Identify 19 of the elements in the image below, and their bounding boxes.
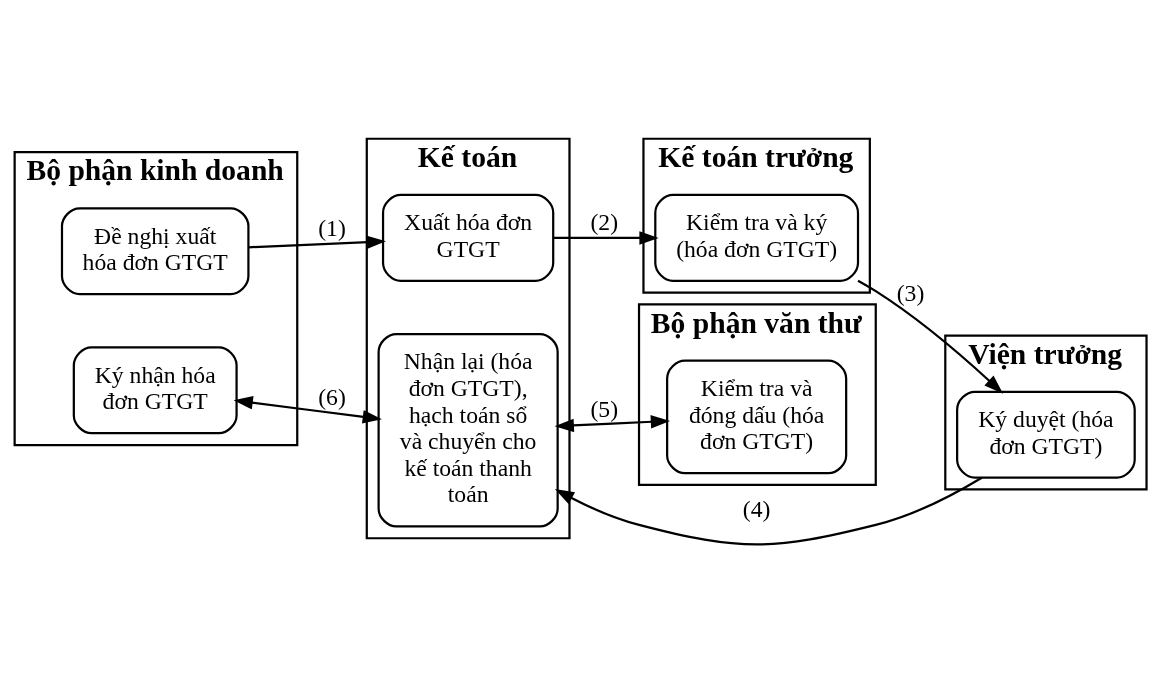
edge-label: (5) — [590, 395, 619, 422]
arrow — [857, 279, 1004, 394]
arrow — [233, 396, 382, 424]
node-box: Kiểm tra và đóng dấu (hóa đơn GTGT) — [666, 359, 848, 475]
arrow — [248, 235, 386, 249]
node-box: Ký duyệt (hóa đơn GTGT) — [956, 390, 1136, 479]
node-box: Ký nhận hóa đơn GTGT — [72, 346, 238, 435]
edge-label: (4) — [742, 496, 771, 523]
node-box: Kiểm tra và ký (hóa đơn GTGT) — [654, 193, 860, 282]
node-box: Xuất hóa đơn GTGT — [381, 193, 555, 282]
arrow — [554, 476, 983, 546]
arrow — [553, 231, 659, 245]
arrow — [554, 415, 671, 433]
edge-label: (1) — [318, 215, 346, 242]
edge-label: (2) — [590, 209, 619, 236]
node-box: Nhận lại (hóa đơn GTGT), hạch toán sổ và chuyển cho kế toán thanh toán — [377, 332, 559, 528]
edge-label: (6) — [318, 383, 346, 410]
node-box: Đề nghị xuất hóa đơn GTGT — [60, 207, 250, 296]
edge-label: (3) — [896, 280, 925, 307]
